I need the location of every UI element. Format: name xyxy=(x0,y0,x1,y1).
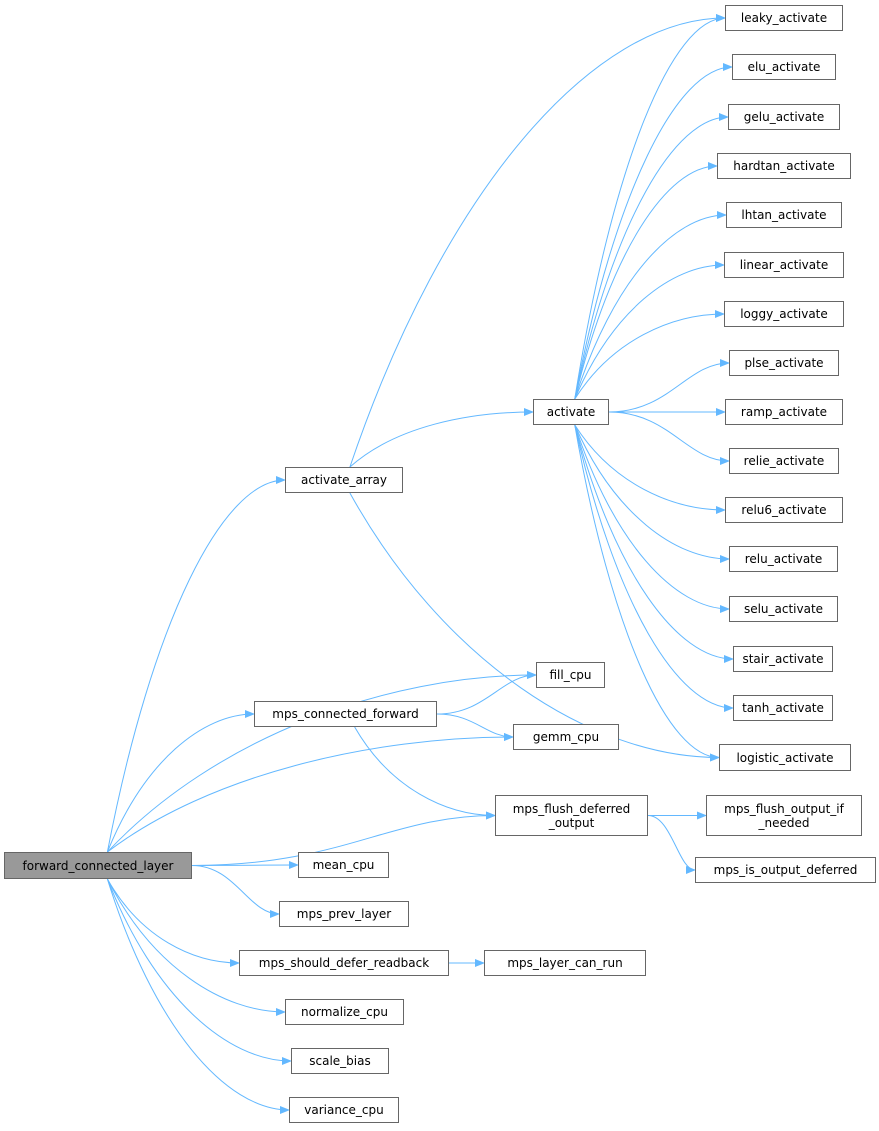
node-normalize-cpu[interactable]: normalize_cpu xyxy=(285,999,404,1025)
edge-activate-to-gelu_activate xyxy=(574,113,729,400)
edge-activate-to-selu_activate xyxy=(574,424,730,613)
edge-forward_connected_layer-to-activate_array xyxy=(106,476,286,853)
edge-activate-to-elu_activate xyxy=(574,63,733,400)
node-tanh-activate[interactable]: tanh_activate xyxy=(733,695,833,721)
node-gemm-cpu[interactable]: gemm_cpu xyxy=(513,724,619,750)
edge-forward_connected_layer-to-mps_prev_layer xyxy=(191,865,280,918)
node-logistic-activate[interactable]: logistic_activate xyxy=(719,744,851,771)
edge-mps_connected_forward-to-fill_cpu xyxy=(436,671,537,715)
node-mps-layer-can-run[interactable]: mps_layer_can_run xyxy=(484,950,646,976)
node-leaky-activate[interactable]: leaky_activate xyxy=(725,5,843,31)
node-mps-flush-output-if-needed[interactable]: mps_flush_output_if _needed xyxy=(706,795,862,836)
node-relu6-activate[interactable]: relu6_activate xyxy=(725,497,843,523)
edge-mps_connected_forward-to-mps_flush_deferred_output xyxy=(354,726,496,820)
edge-forward_connected_layer-to-mps_connected_forward xyxy=(106,710,255,853)
node-linear-activate[interactable]: linear_activate xyxy=(724,252,844,278)
edge-forward_connected_layer-to-mean_cpu xyxy=(191,861,299,870)
node-relie-activate[interactable]: relie_activate xyxy=(729,448,839,474)
node-plse-activate[interactable]: plse_activate xyxy=(729,350,839,376)
edge-activate-to-stair_activate xyxy=(574,424,734,663)
edge-mps_flush_deferred_output-to-mps_is_output_deferred xyxy=(647,815,696,874)
edge-activate-to-plse_activate xyxy=(608,359,730,413)
node-mps-prev-layer[interactable]: mps_prev_layer xyxy=(279,901,409,927)
node-mps-is-output-deferred[interactable]: mps_is_output_deferred xyxy=(695,857,876,883)
node-hardtan-activate[interactable]: hardtan_activate xyxy=(717,153,851,179)
edge-mps_connected_forward-to-gemm_cpu xyxy=(436,713,514,741)
edge-activate-to-tanh_activate xyxy=(574,424,734,712)
node-lhtan-activate[interactable]: lhtan_activate xyxy=(726,202,842,228)
edge-activate-to-linear_activate xyxy=(574,261,725,400)
node-activate[interactable]: activate xyxy=(533,399,609,425)
edge-activate-to-logistic_activate xyxy=(574,424,720,762)
edge-activate-to-relie_activate xyxy=(608,411,730,465)
edge-forward_connected_layer-to-normalize_cpu xyxy=(106,878,286,1016)
node-activate-array[interactable]: activate_array xyxy=(285,467,403,493)
node-stair-activate[interactable]: stair_activate xyxy=(733,646,833,672)
node-mps-should-defer-readback[interactable]: mps_should_defer_readback xyxy=(239,950,449,976)
node-fill-cpu[interactable]: fill_cpu xyxy=(536,662,605,688)
edge-forward_connected_layer-to-mps_flush_deferred_output xyxy=(191,811,496,866)
edge-activate-to-relu_activate xyxy=(574,424,730,563)
edge-activate_array-to-logistic_activate xyxy=(349,492,720,762)
edge-activate-to-leaky_activate xyxy=(574,14,726,400)
node-scale-bias[interactable]: scale_bias xyxy=(291,1048,389,1074)
edge-activate_array-to-activate xyxy=(349,408,534,468)
node-elu-activate[interactable]: elu_activate xyxy=(732,54,836,80)
node-ramp-activate[interactable]: ramp_activate xyxy=(725,399,843,425)
edge-activate-to-lhtan_activate xyxy=(574,211,727,400)
edge-forward_connected_layer-to-variance_cpu xyxy=(106,878,290,1114)
edge-forward_connected_layer-to-scale_bias xyxy=(106,878,292,1065)
node-mean-cpu[interactable]: mean_cpu xyxy=(298,852,389,878)
node-mps-flush-deferred-output[interactable]: mps_flush_deferred _output xyxy=(495,795,648,836)
edge-activate-to-relu6_activate xyxy=(574,424,726,514)
node-variance-cpu[interactable]: variance_cpu xyxy=(289,1097,399,1123)
node-gelu-activate[interactable]: gelu_activate xyxy=(728,104,840,130)
node-selu-activate[interactable]: selu_activate xyxy=(729,596,838,622)
node-relu-activate[interactable]: relu_activate xyxy=(729,546,838,572)
edge-activate_array-to-leaky_activate xyxy=(349,14,726,468)
edge-activate-to-hardtan_activate xyxy=(574,162,718,400)
edge-forward_connected_layer-to-gemm_cpu xyxy=(107,733,514,853)
node-loggy-activate[interactable]: loggy_activate xyxy=(724,301,844,327)
node-mps-connected-forward[interactable]: mps_connected_forward xyxy=(254,701,437,727)
node-forward-connected-layer[interactable]: forward_connected_layer xyxy=(4,852,192,879)
edge-activate-to-loggy_activate xyxy=(574,310,725,400)
edge-forward_connected_layer-to-mps_should_defer_readback xyxy=(106,878,240,967)
